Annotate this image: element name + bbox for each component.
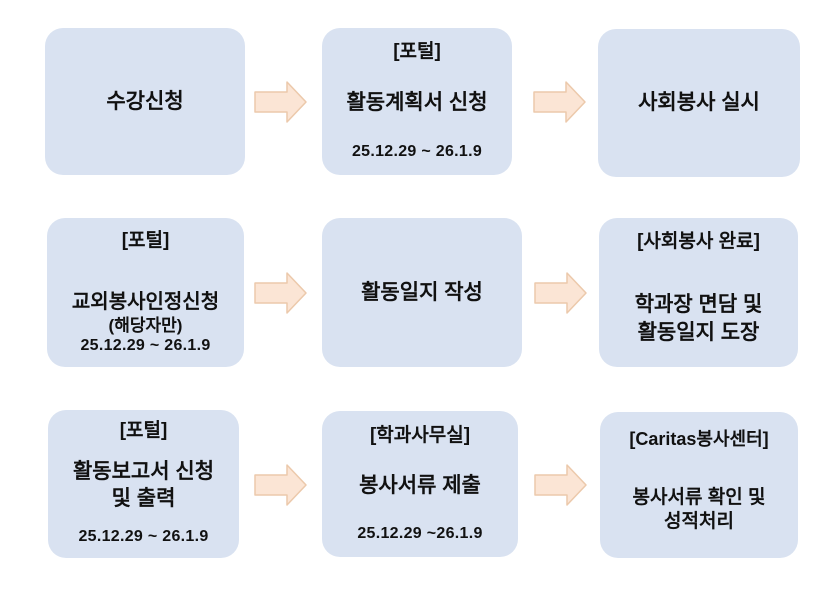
flow-step-activity-log-writing: 활동일지 작성: [322, 218, 522, 367]
step-text-group: 교외봉사인정신청 (해당자만) 25.12.29 ~ 26.1.9: [72, 289, 219, 356]
step-text-group: 활동보고서 신청 및 출력: [73, 458, 214, 513]
step-label: 수강신청: [106, 89, 184, 113]
flow-arrow-icon: [254, 271, 308, 315]
step-title: [Caritas봉사센터]: [629, 429, 769, 449]
step-title: [포털]: [393, 41, 441, 62]
flow-step-activity-plan-application: [포털] 활동계획서 신청 25.12.29 ~ 26.1.9: [322, 28, 512, 175]
step-text-group: 학과장 면담 및 활동일지 도장: [635, 291, 763, 346]
step-label2: 및 출력: [111, 486, 176, 510]
step-label: 봉사서류 제출: [359, 474, 481, 498]
flow-arrow-icon: [533, 80, 587, 124]
step-label: 봉사서류 확인 및: [632, 486, 766, 508]
flow-arrow-icon: [534, 271, 588, 315]
step-text-group: 봉사서류 확인 및 성적처리: [633, 486, 766, 535]
flow-step-document-submission: [학과사무실] 봉사서류 제출 25.12.29 ~26.1.9: [322, 411, 518, 557]
step-label: 학과장 면담 및: [634, 293, 763, 317]
step-label2: 성적처리: [664, 511, 734, 533]
flow-arrow-icon: [254, 463, 308, 507]
flow-step-volunteer-service-perform: 사회봉사 실시: [598, 29, 800, 177]
step-label: 활동일지 작성: [361, 280, 483, 304]
flow-step-activity-report: [포털] 활동보고서 신청 및 출력 25.12.29 ~ 26.1.9: [48, 410, 239, 558]
step-title: [포털]: [121, 230, 170, 251]
flow-step-service-complete: [사회봉사 완료] 학과장 면담 및 활동일지 도장: [599, 218, 798, 367]
flow-arrow-icon: [254, 80, 308, 124]
step-date: 25.12.29 ~ 26.1.9: [80, 337, 211, 354]
step-title: [포털]: [119, 420, 168, 441]
step-label2: 활동일지 도장: [637, 320, 760, 344]
flow-step-grade-processing: [Caritas봉사센터] 봉사서류 확인 및 성적처리: [600, 412, 798, 558]
step-note: (해당자만): [108, 315, 183, 335]
flow-arrow-icon: [534, 463, 588, 507]
step-date: 25.12.29 ~26.1.9: [357, 524, 483, 542]
step-label: 사회봉사 실시: [638, 91, 760, 115]
flow-step-offcampus-recognition: [포털] 교외봉사인정신청 (해당자만) 25.12.29 ~ 26.1.9: [47, 218, 244, 367]
step-date: 25.12.29 ~ 26.1.9: [78, 528, 209, 545]
step-title: [사회봉사 완료]: [637, 231, 760, 252]
step-label: 활동보고서 신청: [72, 459, 215, 483]
step-title: [학과사무실]: [369, 425, 471, 446]
step-label: 활동계획서 신청: [346, 91, 488, 115]
step-date: 25.12.29 ~ 26.1.9: [351, 142, 483, 160]
step-label: 교외봉사인정신청: [71, 290, 220, 313]
flow-step-course-registration: 수강신청: [45, 28, 245, 175]
